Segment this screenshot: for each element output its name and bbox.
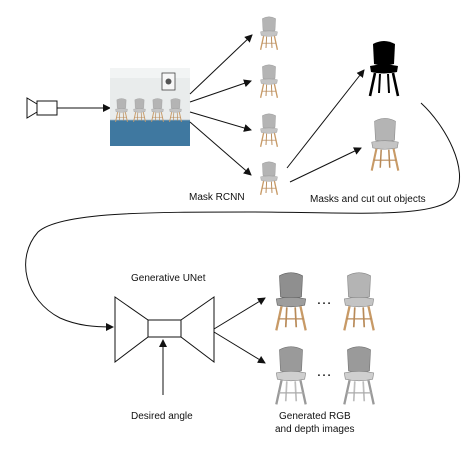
chair-crop-2 <box>259 64 279 99</box>
ellipsis-top: … <box>316 291 332 308</box>
arrow-to-crop-3 <box>189 111 252 132</box>
arrow-to-mask <box>286 69 365 169</box>
mask-rcnn-label: Mask RCNN <box>189 192 245 203</box>
generated-label-line1: Generated RGB <box>279 411 351 422</box>
depth-output-1 <box>275 345 307 406</box>
chair-crop-4 <box>259 161 279 196</box>
chair-cutout <box>370 117 400 172</box>
generated-label-line2: and depth images <box>275 424 355 435</box>
arrow-to-crop-1 <box>189 34 253 95</box>
video-camera-icon <box>26 97 58 119</box>
chair-crop-1 <box>259 16 279 51</box>
ellipsis-bottom: … <box>316 363 332 380</box>
unet-block <box>114 296 215 364</box>
curve-arrow <box>25 102 460 331</box>
arrow-to-rgb <box>213 297 266 330</box>
masks-cutout-label: Masks and cut out objects <box>310 194 426 205</box>
chair-mask <box>368 39 400 98</box>
depth-output-2 <box>343 345 375 406</box>
arrow-to-crop-4 <box>189 121 252 176</box>
arrow-to-cutout <box>289 147 362 183</box>
desired-angle-label: Desired angle <box>131 411 193 422</box>
generative-unet-label: Generative UNet <box>131 273 206 284</box>
rgb-output-1 <box>275 271 307 332</box>
arrow-to-depth <box>213 331 266 364</box>
input-photo <box>110 68 190 146</box>
arrow-to-crop-2 <box>189 79 252 103</box>
chair-crop-3 <box>259 113 279 148</box>
rgb-output-2 <box>343 271 375 332</box>
